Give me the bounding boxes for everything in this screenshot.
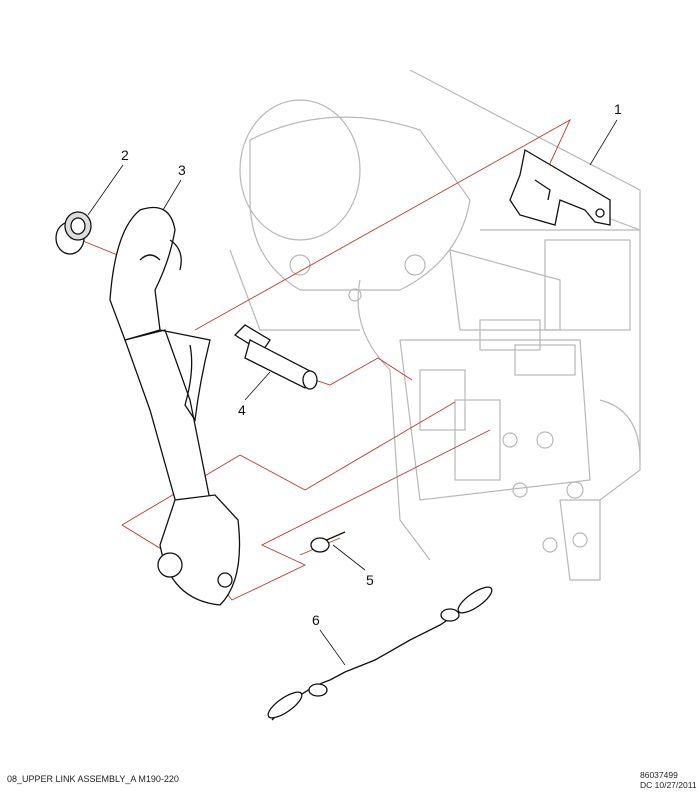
part-number: 86037499 <box>640 770 678 780</box>
callout-3: 3 <box>178 162 186 178</box>
leader-lines <box>87 119 618 666</box>
tractor-frame-background <box>229 69 641 581</box>
callout-1: 1 <box>614 101 622 117</box>
part-4-pin[interactable] <box>233 324 318 390</box>
part-3-upper-link[interactable] <box>109 206 241 606</box>
diagram-reference: 86037499 DC 10/27/2011 <box>640 770 697 790</box>
part-1-bracket[interactable] <box>509 148 611 226</box>
callout-4: 4 <box>238 402 246 418</box>
diagram-title: 08_UPPER LINK ASSEMBLY_A M190-220 <box>7 774 179 784</box>
part-2-bushing[interactable] <box>55 211 92 255</box>
part-6-cable[interactable] <box>265 583 496 722</box>
date-code: DC 10/27/2011 <box>640 780 697 790</box>
callout-2: 2 <box>121 147 129 163</box>
part-5-clip[interactable] <box>310 531 346 553</box>
callout-5: 5 <box>366 572 374 588</box>
callout-6: 6 <box>312 612 320 628</box>
